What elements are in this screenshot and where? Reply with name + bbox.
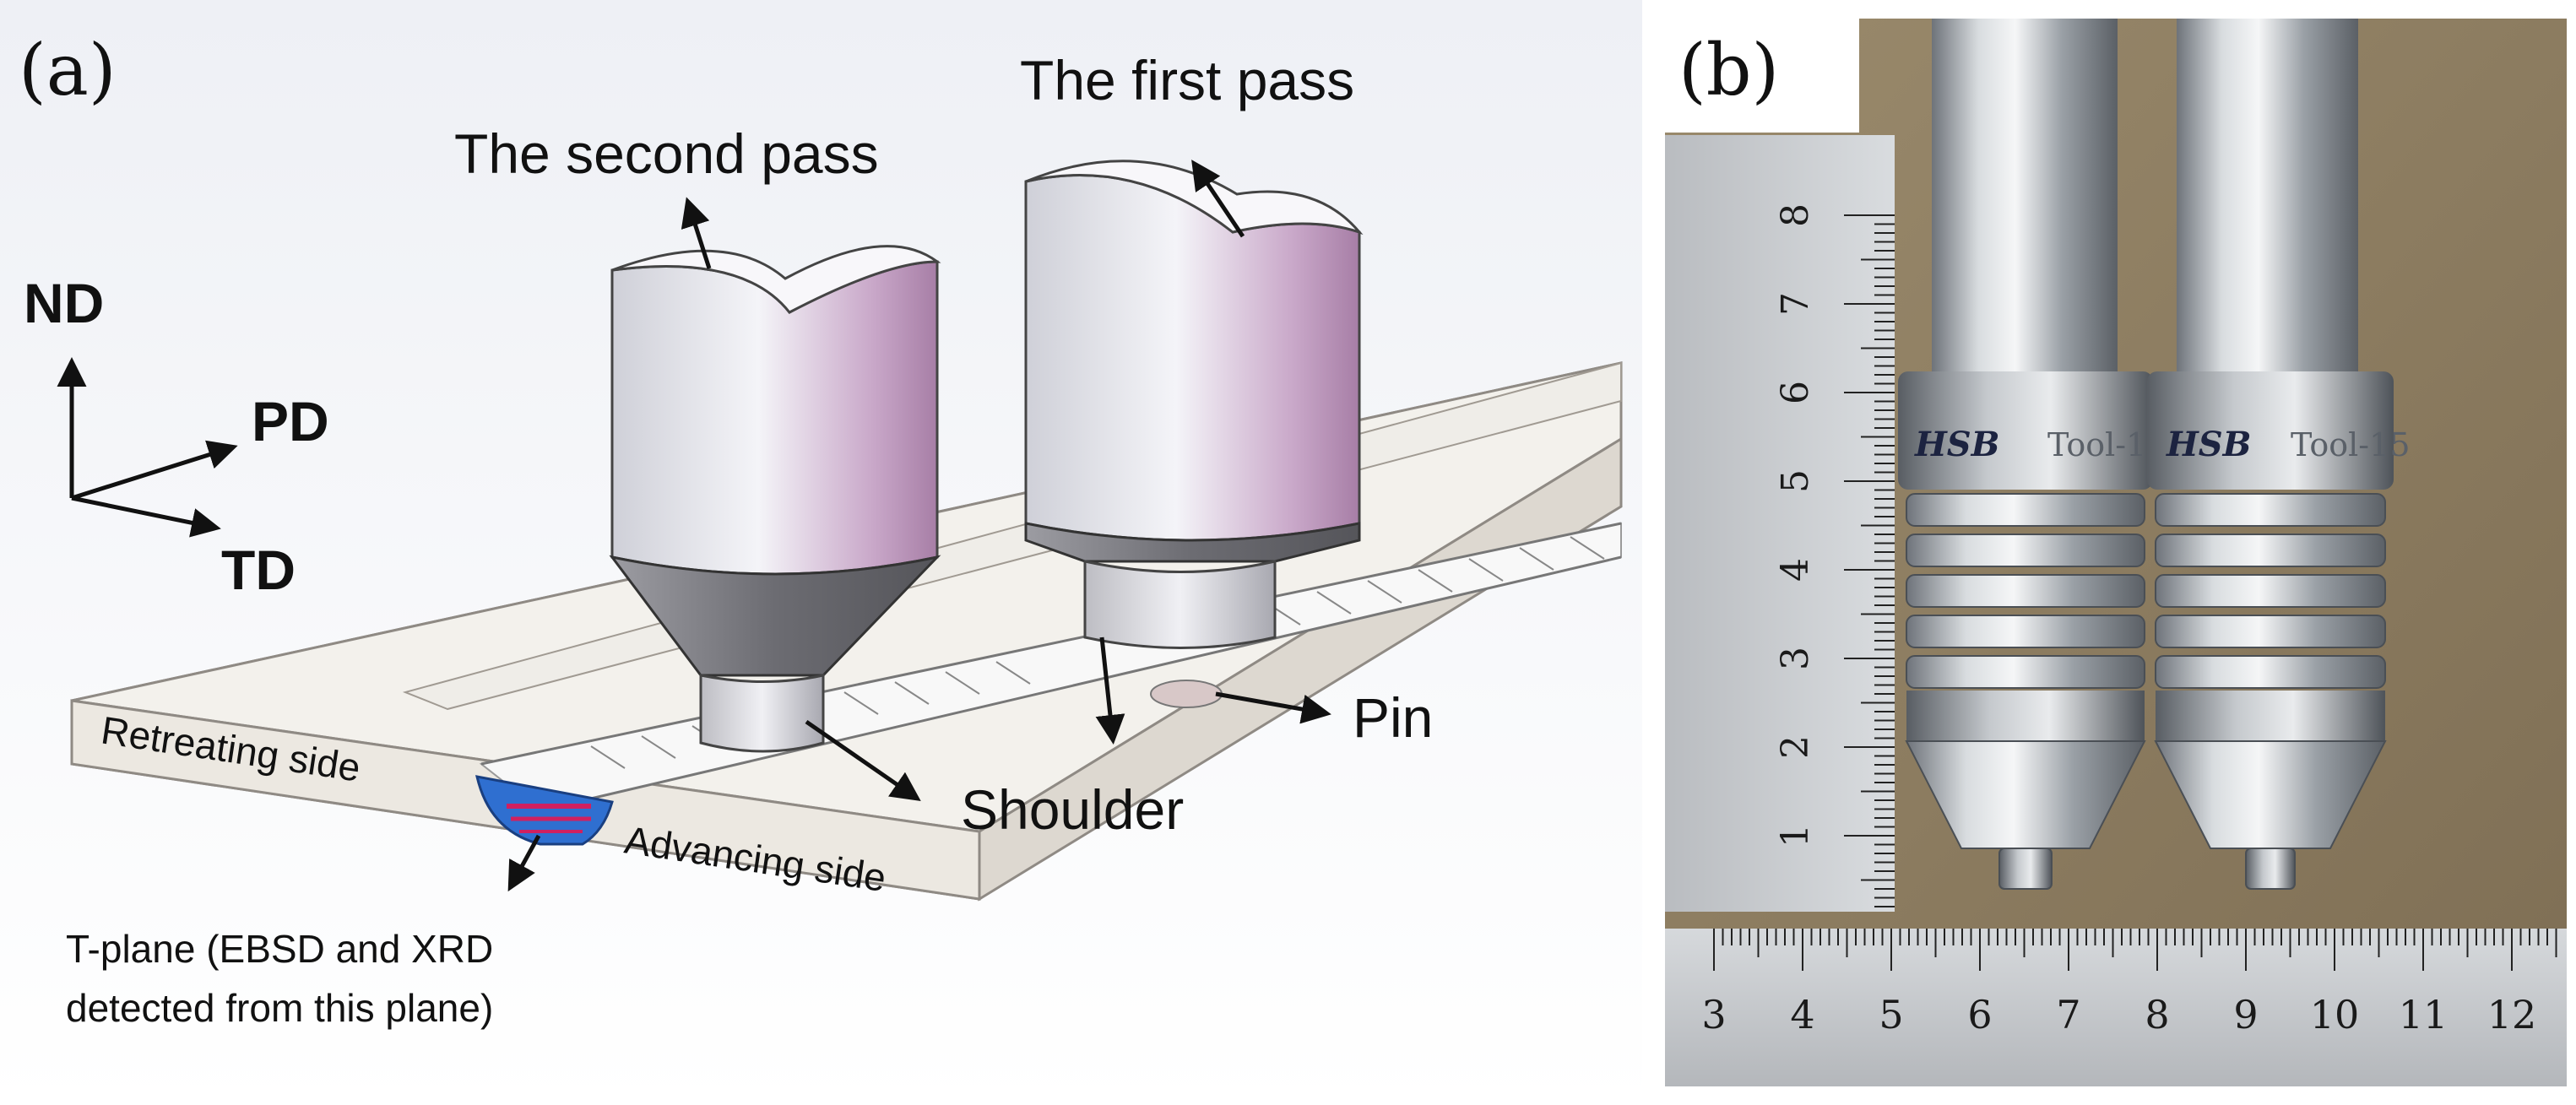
- ruler-v-number: 7: [1774, 292, 1817, 316]
- ruler-h-number: 10: [2310, 992, 2360, 1037]
- label-first-pass: The first pass: [1020, 49, 1354, 111]
- ruler-v-number: 6: [1774, 381, 1817, 404]
- tool-left-engraving: Tool-1: [2047, 426, 2146, 463]
- label-t-plane-line2: detected from this plane): [66, 986, 493, 1030]
- tool-second-pass: [609, 245, 941, 753]
- label-second-pass: The second pass: [454, 122, 879, 185]
- ruler-v-number: 2: [1774, 735, 1817, 759]
- horizontal-ruler: 3 4 5 6 7 8 9 10 11 12: [1665, 929, 2567, 1086]
- fsw-tool-left: HSB Tool-1: [1898, 19, 2153, 890]
- ruler-v-number: 8: [1774, 203, 1817, 227]
- ruler-v-number: 1: [1774, 824, 1817, 848]
- ruler-h-number: 4: [1790, 992, 1814, 1037]
- ruler-v-number: 4: [1774, 558, 1817, 582]
- tool-right-engraving: Tool-15: [2291, 426, 2411, 463]
- coordinate-axes: ND PD TD: [24, 272, 329, 601]
- axis-label-pd: PD: [252, 390, 329, 452]
- panel-b-letter: (b): [1678, 29, 1779, 111]
- vertical-ruler: 8 7 6 5 4 3 2 1: [1665, 135, 1895, 912]
- tool-left-brand: HSB: [1914, 425, 2000, 464]
- axis-label-nd: ND: [24, 272, 104, 334]
- tool-first-pass: [1024, 160, 1364, 708]
- tool-right-brand: HSB: [2166, 425, 2252, 464]
- ruler-v-number: 5: [1774, 469, 1817, 493]
- ruler-h-number: 9: [2233, 992, 2258, 1037]
- callout-arrows: [507, 160, 1331, 892]
- ruler-h-number: 8: [2145, 992, 2169, 1037]
- panel-a: ND PD TD (a) The second pass The first p…: [0, 0, 1642, 1105]
- ruler-h-number: 7: [2056, 992, 2080, 1037]
- ruler-h-number: 5: [1879, 992, 1903, 1037]
- axis-label-td: TD: [221, 539, 296, 601]
- fsw-tool-right: HSB Tool-15: [2147, 19, 2411, 890]
- ruler-h-number: 12: [2487, 992, 2537, 1037]
- ruler-h-number: 3: [1701, 992, 1726, 1037]
- panel-b: 8 7 6 5 4 3 2 1 3 4 5 6 7 8 9 10 11 12 HSB Tool-1: [1665, 19, 2567, 1086]
- panel-b-letter-box: [1665, 19, 1859, 133]
- label-shoulder: Shoulder: [961, 778, 1184, 841]
- ruler-v-number: 3: [1774, 647, 1817, 670]
- ruler-h-number: 11: [2399, 992, 2449, 1037]
- panel-a-letter: (a): [19, 29, 117, 111]
- label-t-plane-line1: T-plane (EBSD and XRD: [66, 927, 493, 971]
- label-pin: Pin: [1353, 686, 1433, 749]
- t-plane-stir-zone: [475, 775, 614, 846]
- ruler-h-number: 6: [1967, 992, 1992, 1037]
